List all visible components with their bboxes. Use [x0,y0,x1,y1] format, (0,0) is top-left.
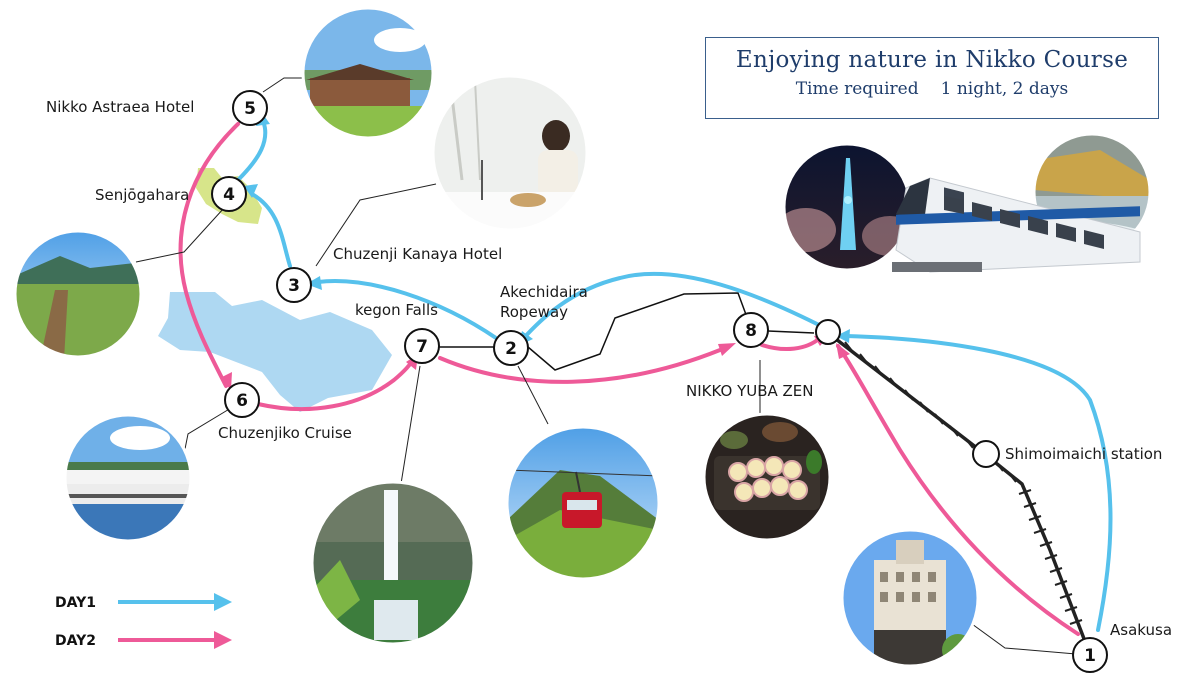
stop-number: 5 [244,99,256,119]
stop-marker-3[interactable]: 3 [276,267,312,303]
cruise-ship-photo [65,415,191,541]
station-label-shimoimaichi: Shimoimaichi station [1005,445,1162,463]
stop-number: 4 [223,185,235,205]
legend-item-day1: DAY1 [55,593,232,611]
stop-marker-6[interactable]: 6 [224,382,260,418]
legend-label-day1: DAY1 [55,595,96,611]
stop-number: 3 [288,276,300,296]
shimoimaichi-station-marker[interactable] [972,440,1000,468]
railway-line [830,334,1088,645]
train-photo [892,177,1141,273]
stop-label-chuzenji-kanaya-hotel: Chuzenji Kanaya Hotel [333,245,502,263]
stop-label-kegon-falls: kegon Falls [355,301,438,319]
stop-label-akechidaira-line2: Ropeway [500,303,568,321]
time-required-value: 1 night, 2 days [940,79,1069,99]
railway-ties [844,341,1083,625]
legend: DAY1 DAY2 [55,593,232,649]
marsh-photo [15,231,141,357]
stop-marker-4[interactable]: 4 [211,176,247,212]
road-lines [439,292,815,371]
legend-item-day2: DAY2 [55,631,232,649]
stop-marker-2[interactable]: 2 [493,330,529,366]
day1-route [236,116,1113,632]
legend-label-day2: DAY2 [55,633,96,649]
waterfall-photo [312,482,474,644]
stop-number: 6 [236,391,248,411]
stop-number: 2 [505,339,517,359]
time-required: Time required 1 night, 2 days [706,79,1158,99]
asakusa-station-building-photo [842,530,978,666]
yuba-food-photo [704,414,830,540]
tower-night-photo [784,144,910,270]
stop-marker-8[interactable]: 8 [733,312,769,348]
course-title: Enjoying nature in Nikko Course [735,47,1129,73]
stop-label-chuzenjiko-cruise: Chuzenjiko Cruise [218,424,352,442]
stop-marker-5[interactable]: 5 [232,90,268,126]
stop-label-asakusa: Asakusa [1110,621,1172,639]
time-required-label: Time required [795,79,919,99]
stop-number: 1 [1084,646,1096,666]
stop-number: 8 [745,321,757,341]
course-title-box: Enjoying nature in Nikko Course Time req… [705,37,1159,119]
stop-label-senjogahara: Senjōgahara [95,186,189,204]
stop-label-nikko-yuba-zen: NIKKO YUBA ZEN [686,382,814,400]
stop-marker-7[interactable]: 7 [404,328,440,364]
stop-label-nikko-astraea-hotel: Nikko Astraea Hotel [46,98,194,116]
junction-station-marker[interactable] [815,319,841,345]
stop-number: 7 [416,337,428,357]
stop-marker-1[interactable]: 1 [1072,637,1108,673]
lake-chuzenji [158,292,392,412]
stop-label-akechidaira-line1: Akechidaira [500,283,588,301]
ropeway-photo [507,427,659,579]
